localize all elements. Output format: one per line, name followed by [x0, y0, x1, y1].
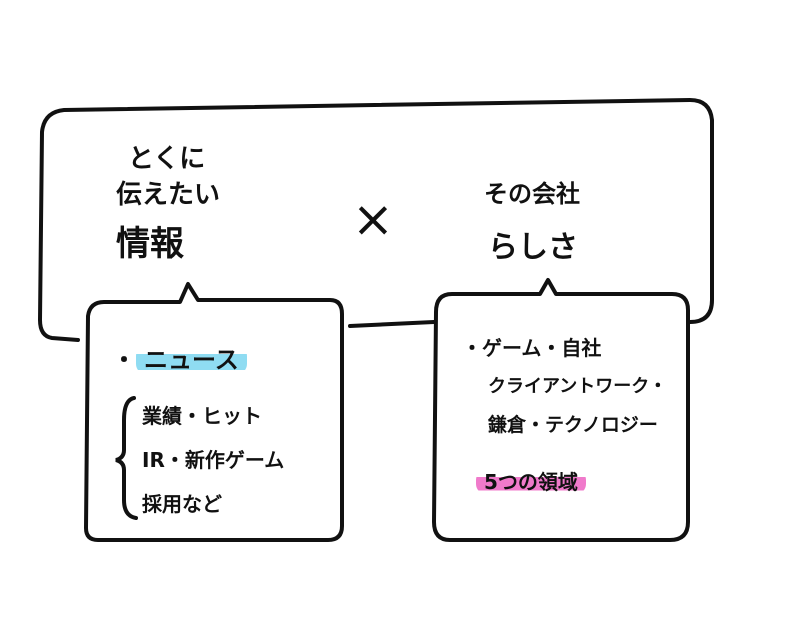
left-box-item-1: 業績・ヒット	[142, 404, 262, 428]
left-heading-line-1: とくに	[128, 144, 206, 174]
multiply-operator: ×	[352, 190, 394, 248]
frame-connector	[348, 320, 436, 328]
left-box-item-2: IR・新作ゲーム	[142, 448, 285, 472]
left-heading-line-2: 伝えたい	[116, 180, 221, 210]
right-box-highlight-line: 5つの領域	[476, 466, 586, 495]
right-box-item-1: ・ゲーム・自社	[462, 336, 602, 360]
left-box-highlight-line: ・ニュース	[112, 340, 247, 375]
five-domains-highlight: 5つの領域	[476, 470, 586, 494]
left-heading-line-3: 情報	[116, 224, 184, 264]
left-brace	[115, 396, 138, 520]
left-box-bullet: ・	[112, 346, 136, 374]
right-heading-line-2: らしさ	[488, 230, 578, 265]
right-box-item-3: 鎌倉・テクノロジー	[488, 414, 658, 436]
right-box-item-2: クライアントワーク・	[488, 376, 667, 397]
outer-frame	[38, 98, 714, 342]
left-box-item-3: 採用など	[142, 492, 222, 516]
right-heading-line-1: その会社	[484, 180, 580, 208]
news-highlight: ニュース	[136, 346, 247, 374]
